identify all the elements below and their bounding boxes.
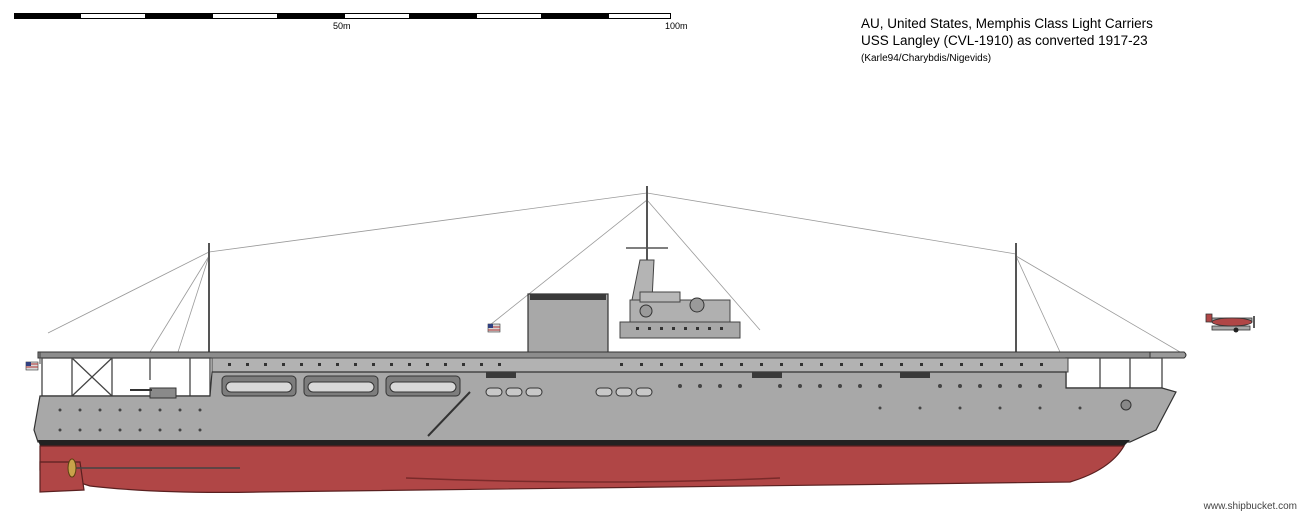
biplane [1205,313,1255,333]
scale-segment [476,13,542,19]
watermark: www.shipbucket.com [1203,501,1297,512]
scale-segment [80,13,146,19]
scale-segment [146,13,212,19]
credit-line: (Karle94/Charybdis/Nigevids) [861,53,992,64]
title-line-2: USS Langley (CVL-1910) as converted 1917… [861,33,1148,48]
boat-bays [221,375,461,397]
upper-hull [33,371,1177,443]
stern-gun [130,387,177,399]
bow-truss [1065,357,1163,389]
flight-deck [37,351,1187,359]
island [619,291,741,339]
vent-grilles [486,372,930,378]
hangar-band-ports [228,363,1043,366]
scale-bar [14,13,671,19]
bilge-keel [405,477,781,483]
masts [208,186,1017,352]
stern-truss [41,357,211,397]
rudder [39,461,85,493]
island-flag [487,323,501,333]
anchor-hawse [1120,399,1132,411]
scale-label-100m: 100m [665,21,688,31]
gangway-ladder [427,391,471,437]
propeller [67,458,77,478]
scale-segment [14,13,80,19]
stern-flag [25,352,41,371]
oval-windows [485,387,653,397]
portholes [58,384,1082,432]
scale-segment [608,13,671,19]
scale-segment [212,13,278,19]
scale-segment [542,13,608,19]
scale-label-50m: 50m [333,21,351,31]
lower-hull [39,445,1126,493]
scale-segment [410,13,476,19]
scale-segment [344,13,410,19]
title-block: AU, United States, Memphis Class Light C… [861,15,1153,67]
rigging [47,192,1181,353]
title-line-1: AU, United States, Memphis Class Light C… [861,16,1153,31]
boot-top [38,440,1130,446]
scale-segment [278,13,344,19]
